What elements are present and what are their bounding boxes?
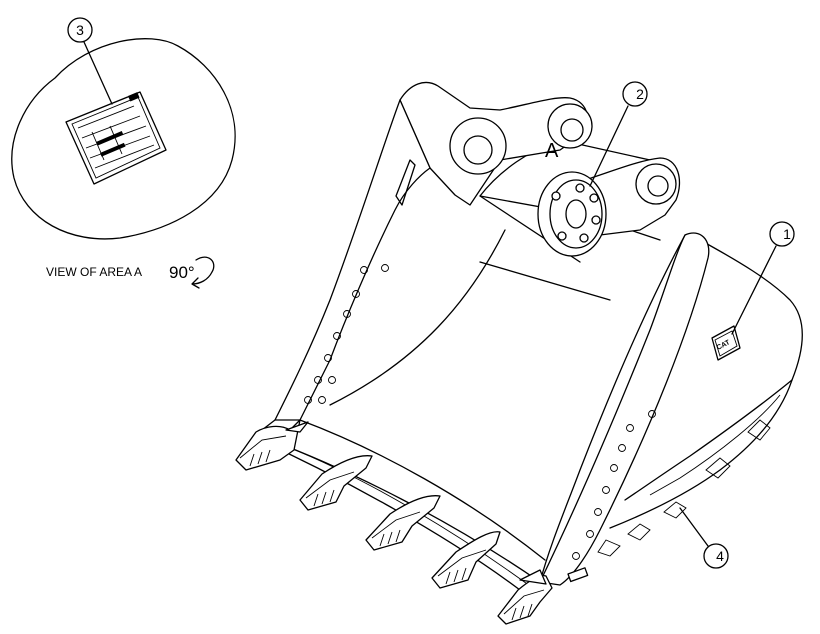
callout-4-label: 4 <box>716 548 724 564</box>
callout-2: 2 <box>589 81 648 187</box>
side-plate-holes-left <box>304 264 389 404</box>
side-plate-right <box>539 232 710 586</box>
detail-view-outline <box>11 38 236 240</box>
side-plate-holes-right <box>572 410 656 560</box>
callout-2-label: 2 <box>636 86 644 102</box>
bucket-body: CAT <box>254 81 803 591</box>
callout-3-leader <box>83 41 113 105</box>
serial-number-plate <box>65 91 167 185</box>
link-flange <box>537 171 607 257</box>
callout-3-label: 3 <box>76 22 84 38</box>
detail-view-area-a: 3 VIEW OF AREA A 90° <box>11 17 236 289</box>
callout-3-circle <box>67 17 93 43</box>
bucket-teeth <box>235 419 553 625</box>
tooth-2 <box>299 455 373 511</box>
tooth-4 <box>431 531 501 589</box>
callout-1-label: 1 <box>783 226 791 242</box>
callout-2-circle <box>622 81 648 107</box>
tooth-5 <box>497 569 553 625</box>
callout-4-circle <box>703 543 729 569</box>
callout-1: 1 <box>731 221 795 335</box>
rotation-arrow-icon <box>191 256 215 289</box>
view-of-area-a-label: VIEW OF AREA A <box>46 265 142 279</box>
callout-1-circle <box>769 221 795 247</box>
side-plate-left <box>274 99 431 421</box>
tooth-1 <box>235 419 309 471</box>
rotation-angle-label: 90° <box>169 263 195 282</box>
tooth-3 <box>365 495 441 551</box>
cutting-edge <box>261 429 541 583</box>
area-a-marker: A <box>545 140 559 162</box>
cat-logo-decal: CAT <box>711 325 741 361</box>
callout-4: 4 <box>679 507 729 569</box>
